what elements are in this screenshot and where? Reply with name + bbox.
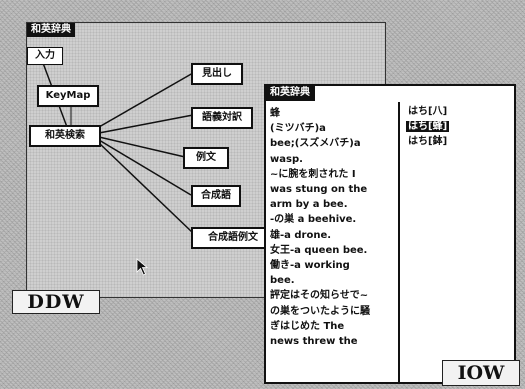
node-headword[interactable]: 見出し [191, 63, 243, 85]
node-links [42, 62, 194, 234]
mouse-cursor-icon [136, 258, 149, 276]
link-search-example [98, 136, 186, 158]
link-search-translation [98, 114, 194, 134]
iow-window: 和英辞典 蜂 (ミツバチ)a bee;(スズメバチ)a wasp. ~に腕を刺さ… [264, 84, 516, 384]
entry-line: arm by a bee. [270, 199, 348, 211]
entry-line: ~に腕を刺された I [270, 168, 356, 180]
node-translation[interactable]: 語義対訳 [191, 107, 253, 129]
node-example[interactable]: 例文 [183, 147, 229, 169]
link-search-compound [98, 139, 192, 196]
node-keymap[interactable]: KeyMap [37, 85, 99, 107]
iow-label: IOW [442, 360, 520, 386]
link-search-compound-example [98, 142, 194, 234]
entry-line: 働き-a working [270, 260, 350, 272]
iow-title: 和英辞典 [265, 85, 315, 101]
link-search-headword [98, 72, 194, 128]
candidate-item[interactable]: はち[鉢] [408, 136, 448, 147]
entry-line: news threw the [270, 336, 358, 348]
entry-line: wasp. [270, 153, 303, 165]
entry-line: 蜂 [270, 108, 280, 119]
entry-line: 女王-a queen bee. [270, 244, 368, 256]
entry-line: bee;(スズメバチ)a [270, 138, 361, 150]
ddw-title: 和英辞典 [27, 23, 75, 37]
entry-line: was stung on the [270, 184, 368, 196]
entry-line: (ミツバチ)a [270, 123, 326, 135]
entry-line: -の巣 a beehive. [270, 214, 357, 226]
candidate-list: はち[八] はち[蜂] はち[鉢] [406, 104, 450, 149]
node-compound-example[interactable]: 合成語例文 [191, 227, 275, 249]
entry-line: 評定はその知らせで~ [270, 290, 369, 302]
entry-line: の巣をついたように騒 [270, 305, 370, 317]
node-compound[interactable]: 合成語 [191, 185, 241, 207]
node-input[interactable]: 入力 [27, 47, 63, 65]
entry-line: 雄-a drone. [270, 229, 332, 241]
ddw-label: DDW [12, 290, 100, 314]
pane-divider[interactable] [398, 102, 400, 384]
node-search[interactable]: 和英検索 [29, 125, 101, 147]
entry-line: ぎはじめた The [270, 320, 345, 332]
candidate-item[interactable]: はち[八] [408, 106, 448, 117]
entry-content[interactable]: 蜂 (ミツバチ)a bee;(スズメバチ)a wasp. ~に腕を刺された I … [270, 106, 397, 349]
entry-line: bee. [270, 275, 295, 287]
candidate-item-selected[interactable]: はち[蜂] [406, 121, 450, 132]
